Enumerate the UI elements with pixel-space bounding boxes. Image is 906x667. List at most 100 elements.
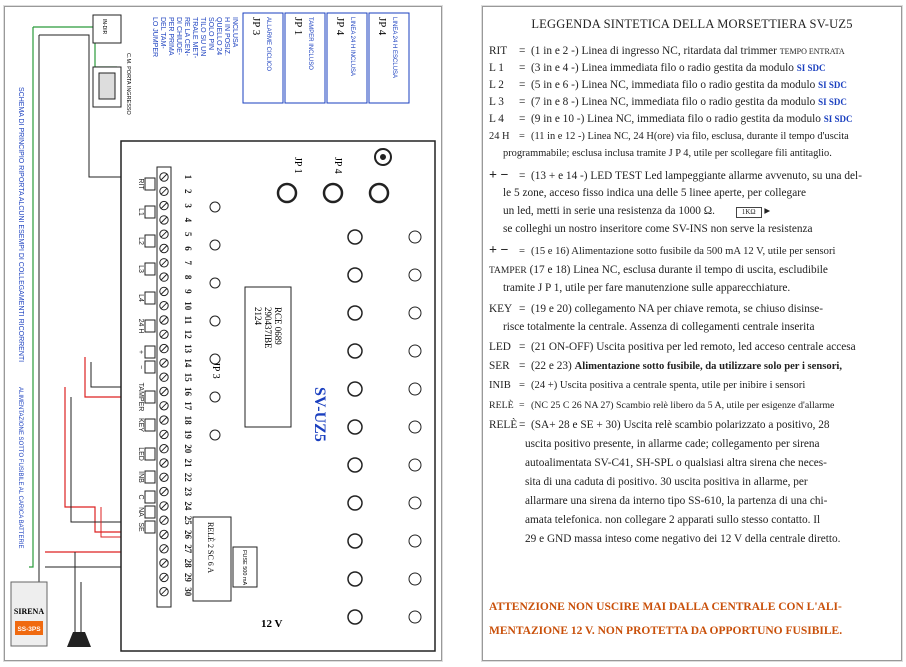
legend-cont: le 5 zone, acceso fisso indica una delle…	[503, 187, 806, 199]
terminal-number: 15	[183, 373, 193, 383]
zone-label: TAMPER	[137, 383, 144, 412]
zone-contact	[144, 447, 156, 461]
jp3-label: ALLARME CICLICO	[265, 17, 271, 71]
legend-cont: un led, metti in serie una resistenza da…	[503, 205, 771, 218]
zone-contact	[144, 177, 156, 191]
zone-label: INB	[137, 471, 144, 483]
zone-contact	[144, 262, 156, 276]
zone-label: L4	[137, 294, 144, 302]
in-label: IN-DIR	[101, 19, 107, 35]
legend-row: RIT=(1 in e 2 -) Linea di ingresso NC, r…	[489, 45, 845, 57]
jumper-note-0: LO JUMPER	[151, 17, 158, 57]
zone-contact	[144, 319, 156, 333]
warning-line-1: MENTAZIONE 12 V. NON PROTETTA DA OPPORTU…	[489, 625, 843, 637]
terminal-number: 16	[183, 387, 193, 397]
component-screw	[347, 457, 363, 473]
component-pad	[209, 201, 221, 213]
legend-cont: autoalimentata SV-C41, SH-SPL o qualsias…	[525, 457, 827, 469]
component-screw	[347, 419, 363, 435]
terminal-number: 26	[183, 530, 193, 540]
jumper-note-8: QUELLO 24	[215, 17, 222, 55]
terminal-number: 6	[183, 246, 193, 251]
zone-contact	[144, 520, 156, 534]
terminal-number: 29	[183, 573, 193, 583]
terminal-number: 21	[183, 459, 193, 469]
zone-contact	[144, 390, 156, 404]
component-screw	[408, 572, 422, 586]
warning-line-0: ATTENZIONE NON USCIRE MAI DALLA CENTRALE…	[489, 601, 842, 613]
legend-row: L 1=(3 in e 4 -) Linea immediata filo o …	[489, 62, 826, 74]
legend-cont: allarmare una sirena da interno tipo SS-…	[525, 495, 828, 507]
jp1-label: TAMPER INCLUSO	[307, 17, 313, 70]
terminal-number: 20	[183, 444, 193, 454]
siren-model: SS-3PS	[17, 626, 41, 633]
terminal-number: 17	[183, 401, 193, 411]
legend-row: INIB=(24 +) Uscita positiva a centrale s…	[489, 380, 806, 391]
wiring-schematic: SCHEMA DI PRINCIPIO RIPORTA ALCUNI ESEMP…	[4, 6, 442, 661]
terminal-number: 5	[183, 232, 193, 237]
component-screw	[347, 267, 363, 283]
legend-row: + −=(13 + e 14 -) LED TEST Led lampeggia…	[489, 168, 862, 183]
zone-label: RIT	[137, 178, 144, 190]
terminal-number: 10	[183, 301, 193, 311]
jp4-box-incl: JP 4	[334, 17, 346, 36]
zone-contact	[144, 205, 156, 219]
chip-line-1: 290437IBE	[263, 307, 273, 349]
relay-box: RELÈ 2 SC 6 A	[206, 522, 216, 573]
legend-title: LEGGENDA SINTETICA DELLA MORSETTIERA SV-…	[531, 17, 853, 31]
zone-label: L2	[137, 237, 144, 245]
zone-label: L1	[137, 208, 144, 216]
terminal-number: 8	[183, 275, 193, 280]
component-screw	[408, 496, 422, 510]
component-screw	[408, 382, 422, 396]
zone-label: KEY	[137, 418, 144, 432]
power-12v: 12 V	[261, 618, 283, 630]
component-screw	[347, 229, 363, 245]
legend-row: + −=(15 e 16) Alimentazione sotto fusibi…	[489, 243, 836, 258]
component-pad	[209, 315, 221, 327]
side-note: SCHEMA DI PRINCIPIO RIPORTA ALCUNI ESEMP…	[17, 87, 24, 362]
terminal-number: 19	[183, 430, 193, 440]
trimmer	[322, 182, 344, 204]
schematic-drawing: SCHEMA DI PRINCIPIO RIPORTA ALCUNI ESEMP…	[10, 12, 436, 652]
zone-contact	[144, 505, 156, 519]
jumper-note-4: RE LA CEN-	[183, 17, 190, 57]
chip-line-2: 2124	[253, 307, 263, 326]
trimmer	[276, 182, 298, 204]
component-screw	[408, 306, 422, 320]
terminal-number: 30	[183, 587, 193, 597]
legend-cont: uscita positivo presente, in allarme cad…	[525, 438, 820, 450]
jp3-box: JP 3	[250, 17, 262, 36]
legend-row: 24 H=(11 in e 12 -) Linea NC, 24 H(ore) …	[489, 131, 849, 142]
jumper-note-1: DEL TAM-	[159, 17, 166, 49]
terminal-number: 24	[183, 501, 193, 511]
component-screw	[408, 230, 422, 244]
component-screw	[408, 268, 422, 282]
component-screw	[347, 571, 363, 587]
legend-row: RELÈ=(SA+ 28 e SE + 30) Uscita relè scam…	[489, 419, 830, 431]
terminal-number: 23	[183, 487, 193, 497]
terminal-number: 4	[183, 218, 193, 223]
board-jp1: JP 1	[292, 157, 303, 174]
legend-cont: sita di una caduta di positivo. 30 uscit…	[525, 476, 808, 488]
zone-label: 24 H	[137, 319, 144, 334]
jumper-note-3: DI CHIUDE-	[175, 17, 182, 56]
trimmer	[368, 182, 390, 204]
component-screw	[408, 610, 422, 624]
board-jp3: JP 3	[210, 362, 221, 379]
zone-contact	[144, 291, 156, 305]
jumper-note-5: TRALE MET-	[191, 17, 198, 59]
legend-row: L 3=(7 in e 8 -) Linea NC, immediata fil…	[489, 96, 847, 108]
jumper-note-7: SOLO PIN	[207, 17, 214, 50]
terminal-number: 14	[183, 358, 193, 368]
component-pad	[209, 239, 221, 251]
zone-label: +	[137, 350, 144, 354]
component-screw	[408, 420, 422, 434]
zone-contact	[144, 470, 156, 484]
terminal-number: 1	[183, 175, 193, 180]
legend-row: L 2=(5 in e 6 -) Linea NC, immediata fil…	[489, 79, 847, 91]
chip-line-0: RCE 0689	[273, 307, 283, 345]
component-pad	[209, 429, 221, 441]
legend-cont: 29 e GND massa inteso come negativo dei …	[525, 533, 841, 545]
terminal-number: 7	[183, 261, 193, 266]
